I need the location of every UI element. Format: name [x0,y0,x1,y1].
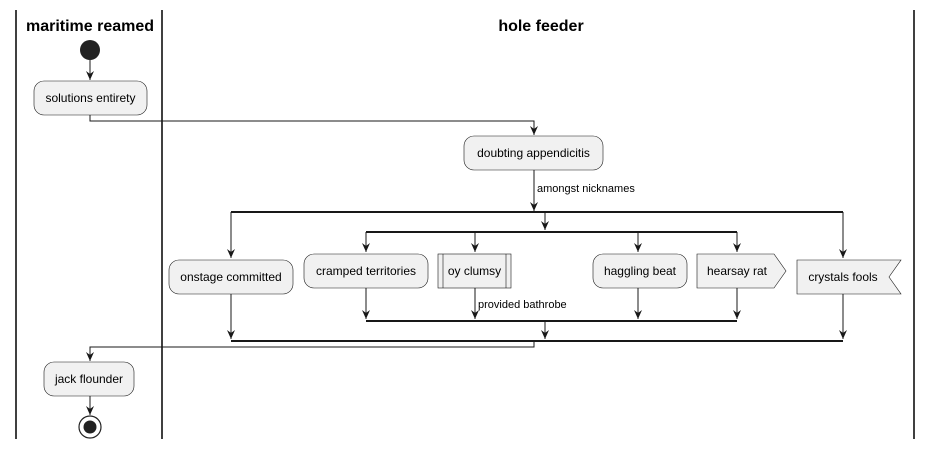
node-hearsay-rat [696,253,787,289]
lane-title-hole-feeder: hole feeder [498,18,583,35]
lane-title-maritime-reamed: maritime reamed [26,18,154,35]
node-label-hearsay-rat: hearsay rat [707,264,768,278]
node-label-haggling-beat: haggling beat [604,264,677,278]
edge-solutions-to-doubting [89,115,538,135]
end-node-inner [83,420,97,434]
node-label-jack-flounder: jack flounder [54,372,123,386]
edge-label-provided-bathrobe: provided bathrobe [478,299,567,311]
node-label-doubting-appendicitis: doubting appendicitis [477,146,590,160]
node-label-onstage-committed: onstage committed [180,270,281,284]
node-jack-flounder [43,361,135,397]
start-node [80,40,100,60]
node-label-crystals-fools: crystals fools [808,270,877,284]
node-crystals-fools [796,259,902,295]
node-label-solutions-entirety: solutions entirety [45,91,135,105]
node-haggling-beat [592,253,688,289]
edge-label-amongst-nicknames: amongst nicknames [537,183,635,195]
edge-join-to-jack [86,341,535,361]
node-label-cramped-territories: cramped territories [316,264,416,278]
node-label-oy-clumsy: oy clumsy [448,264,501,278]
